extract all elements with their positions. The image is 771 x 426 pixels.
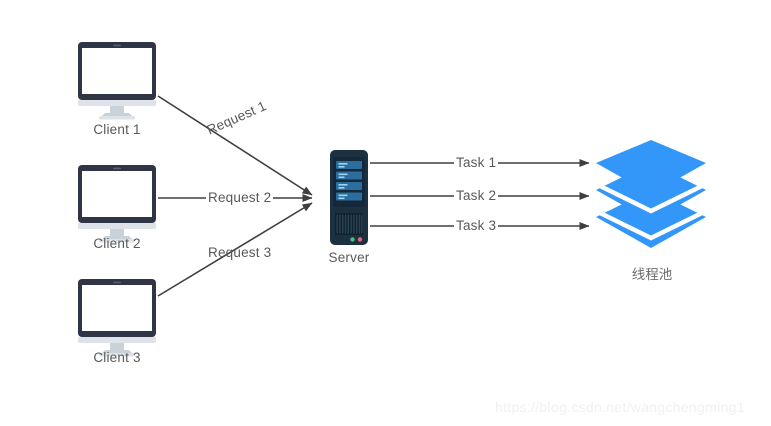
edge-label-request3: Request 3: [208, 245, 272, 260]
node-label-client1: Client 1: [93, 122, 141, 137]
edge-request3-line: [157, 202, 313, 297]
edge-label-task3: Task 3: [454, 218, 499, 234]
node-label-threadpool: 线程池: [631, 267, 673, 282]
desktop-monitor-icon-client2: [78, 165, 156, 243]
edge-label-task2: Task 2: [454, 188, 499, 204]
edge-label-task1: Task 1: [454, 155, 499, 171]
edge-request1-line: [157, 95, 313, 196]
watermark-text: https://blog.csdn.net/wangchengming1: [495, 399, 745, 415]
edge-label-request2: Request 2: [206, 190, 274, 206]
server-tower-icon: [330, 150, 368, 245]
desktop-monitor-icon-client1: [78, 42, 156, 120]
node-label-client2: Client 2: [93, 236, 141, 251]
layered-stack-icon: [596, 140, 706, 248]
node-label-client3: Client 3: [93, 350, 141, 365]
stack-layer-top: [596, 140, 706, 194]
led-red-icon: [357, 237, 363, 242]
desktop-monitor-icon-client3: [78, 279, 156, 357]
led-green-icon: [350, 237, 355, 242]
node-label-server: Server: [328, 250, 370, 265]
